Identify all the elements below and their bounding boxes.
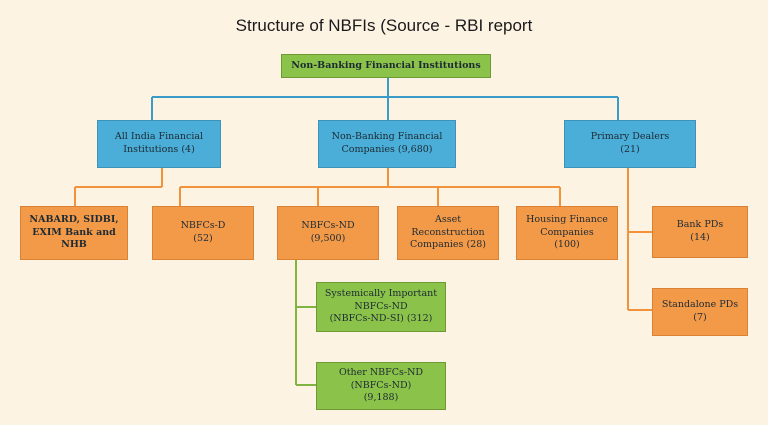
node-nbfc: Non-Banking Financial Companies (9,680) [318, 120, 456, 168]
arc-line3: Companies (28) [410, 239, 486, 251]
root-label: Non-Banking Financial Institutions [291, 59, 481, 71]
node-nbfcs-nd: NBFCs-ND (9,500) [277, 206, 379, 260]
other-nd-line2: (NBFCs-ND) [350, 379, 412, 391]
standalone-pds-line2: (7) [693, 312, 707, 323]
other-nd-line1: Other NBFCs-ND [338, 366, 424, 378]
node-arc: Asset Reconstruction Companies (28) [397, 206, 499, 260]
pd-line2: (21) [620, 144, 640, 155]
aifi-line1: All India Financial [114, 131, 204, 143]
node-nabard: NABARD, SIDBI, EXIM Bank and NHB [20, 206, 128, 260]
node-nbfcs-d: NBFCs-D (52) [152, 206, 254, 260]
nd-si-line1: Systemically Important [324, 287, 438, 299]
arc-line1: Asset [434, 213, 462, 225]
nabard-line2: EXIM Bank and [32, 226, 116, 238]
nbfcs-nd-line1: NBFCs-ND [301, 220, 355, 232]
pd-line1: Primary Dealers [590, 131, 670, 143]
bank-pds-line1: Bank PDs [676, 219, 724, 231]
aifi-line2: Institutions (4) [123, 144, 195, 155]
nbfc-line2: Companies (9,680) [341, 144, 433, 155]
bank-pds-line2: (14) [690, 232, 710, 243]
node-primary-dealers: Primary Dealers (21) [564, 120, 696, 168]
nabard-line1: NABARD, SIDBI, [29, 213, 119, 225]
other-nd-line3: (9,188) [363, 392, 399, 404]
root-node: Non-Banking Financial Institutions [281, 54, 491, 78]
standalone-pds-line1: Standalone PDs [661, 299, 739, 311]
nbfcs-nd-line2: (9,500) [310, 233, 346, 244]
nd-si-line3: (NBFCs-ND-SI) (312) [329, 313, 433, 325]
node-other-nd: Other NBFCs-ND (NBFCs-ND) (9,188) [316, 362, 446, 410]
nabard-line3: NHB [61, 239, 87, 251]
hfc-line3: (100) [554, 239, 580, 251]
node-standalone-pds: Standalone PDs (7) [652, 288, 748, 336]
nbfcs-d-line2: (52) [193, 233, 213, 244]
hfc-line1: Housing Finance [526, 213, 608, 225]
nbfc-line1: Non-Banking Financial [331, 131, 443, 143]
nd-si-line2: NBFCs-ND [354, 300, 408, 312]
node-bank-pds: Bank PDs (14) [652, 206, 748, 258]
arc-line2: Reconstruction [411, 226, 485, 238]
node-hfc: Housing Finance Companies (100) [516, 206, 618, 260]
hfc-line2: Companies [540, 226, 594, 238]
node-aifi: All India Financial Institutions (4) [97, 120, 221, 168]
nbfcs-d-line1: NBFCs-D [180, 220, 226, 232]
node-nd-si: Systemically Important NBFCs-ND (NBFCs-N… [316, 282, 446, 332]
diagram-title: Structure of NBFIs (Source - RBI report [235, 16, 533, 35]
